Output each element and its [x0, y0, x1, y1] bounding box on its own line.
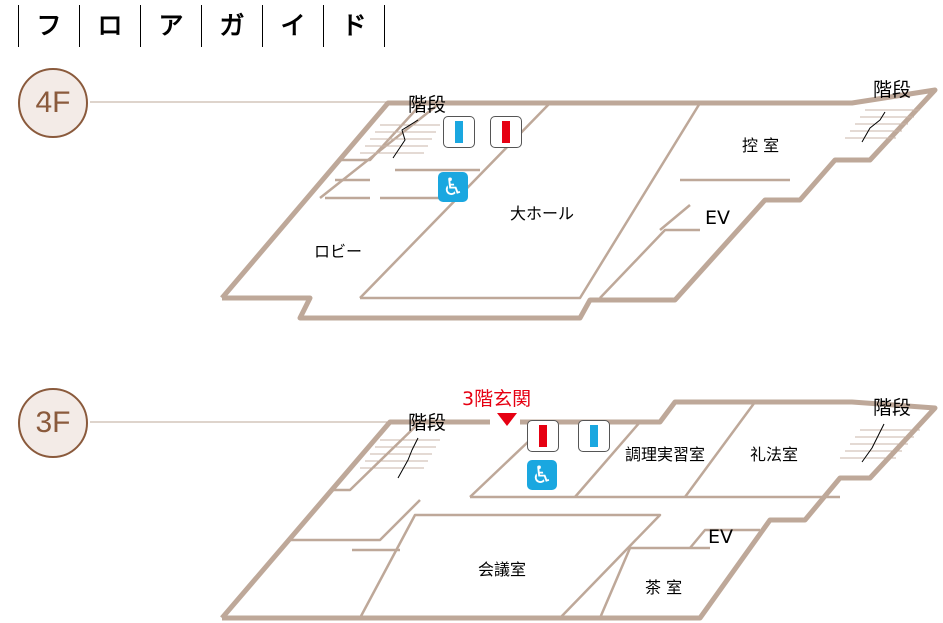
stairs-label: 階段: [408, 94, 447, 116]
elevator-label: EV: [705, 207, 731, 229]
stairs-label: 階段: [873, 397, 912, 419]
title-char: ア: [140, 5, 201, 47]
female-restroom-icon: [527, 420, 559, 452]
room-lobby: ロビー: [314, 242, 363, 261]
room-etiquette: 礼法室: [750, 445, 799, 464]
elevator-label: EV: [708, 526, 734, 548]
title-char: ガ: [201, 5, 262, 47]
title-char: ド: [323, 5, 385, 47]
title-char: イ: [262, 5, 323, 47]
entrance-marker: [497, 413, 517, 426]
male-restroom-icon: [443, 116, 475, 148]
room-hall: 大ホール: [510, 204, 575, 223]
entrance-label: 3階玄関: [462, 388, 532, 410]
room-waiting: 控 室: [742, 136, 780, 155]
floor-badge-4f[interactable]: 4F: [18, 68, 88, 138]
room-cooking: 調理実習室: [625, 445, 706, 464]
title-char: ロ: [79, 5, 140, 47]
title-char: フ: [18, 5, 79, 47]
room-tea: 茶 室: [645, 578, 683, 597]
floor-4f-plan: [220, 87, 938, 321]
floor-badge-3f[interactable]: 3F: [18, 388, 88, 458]
accessible-restroom-icon: ♿: [438, 172, 468, 202]
accessible-restroom-icon: ♿: [527, 460, 557, 490]
stairs-label: 階段: [408, 412, 447, 434]
room-meeting: 会議室: [478, 560, 527, 579]
page-title: フ ロ ア ガ イ ド: [18, 5, 385, 47]
male-restroom-icon: [578, 420, 610, 452]
stairs-label: 階段: [873, 79, 912, 101]
female-restroom-icon: [490, 116, 522, 148]
floor-3f-plan: [220, 399, 938, 621]
